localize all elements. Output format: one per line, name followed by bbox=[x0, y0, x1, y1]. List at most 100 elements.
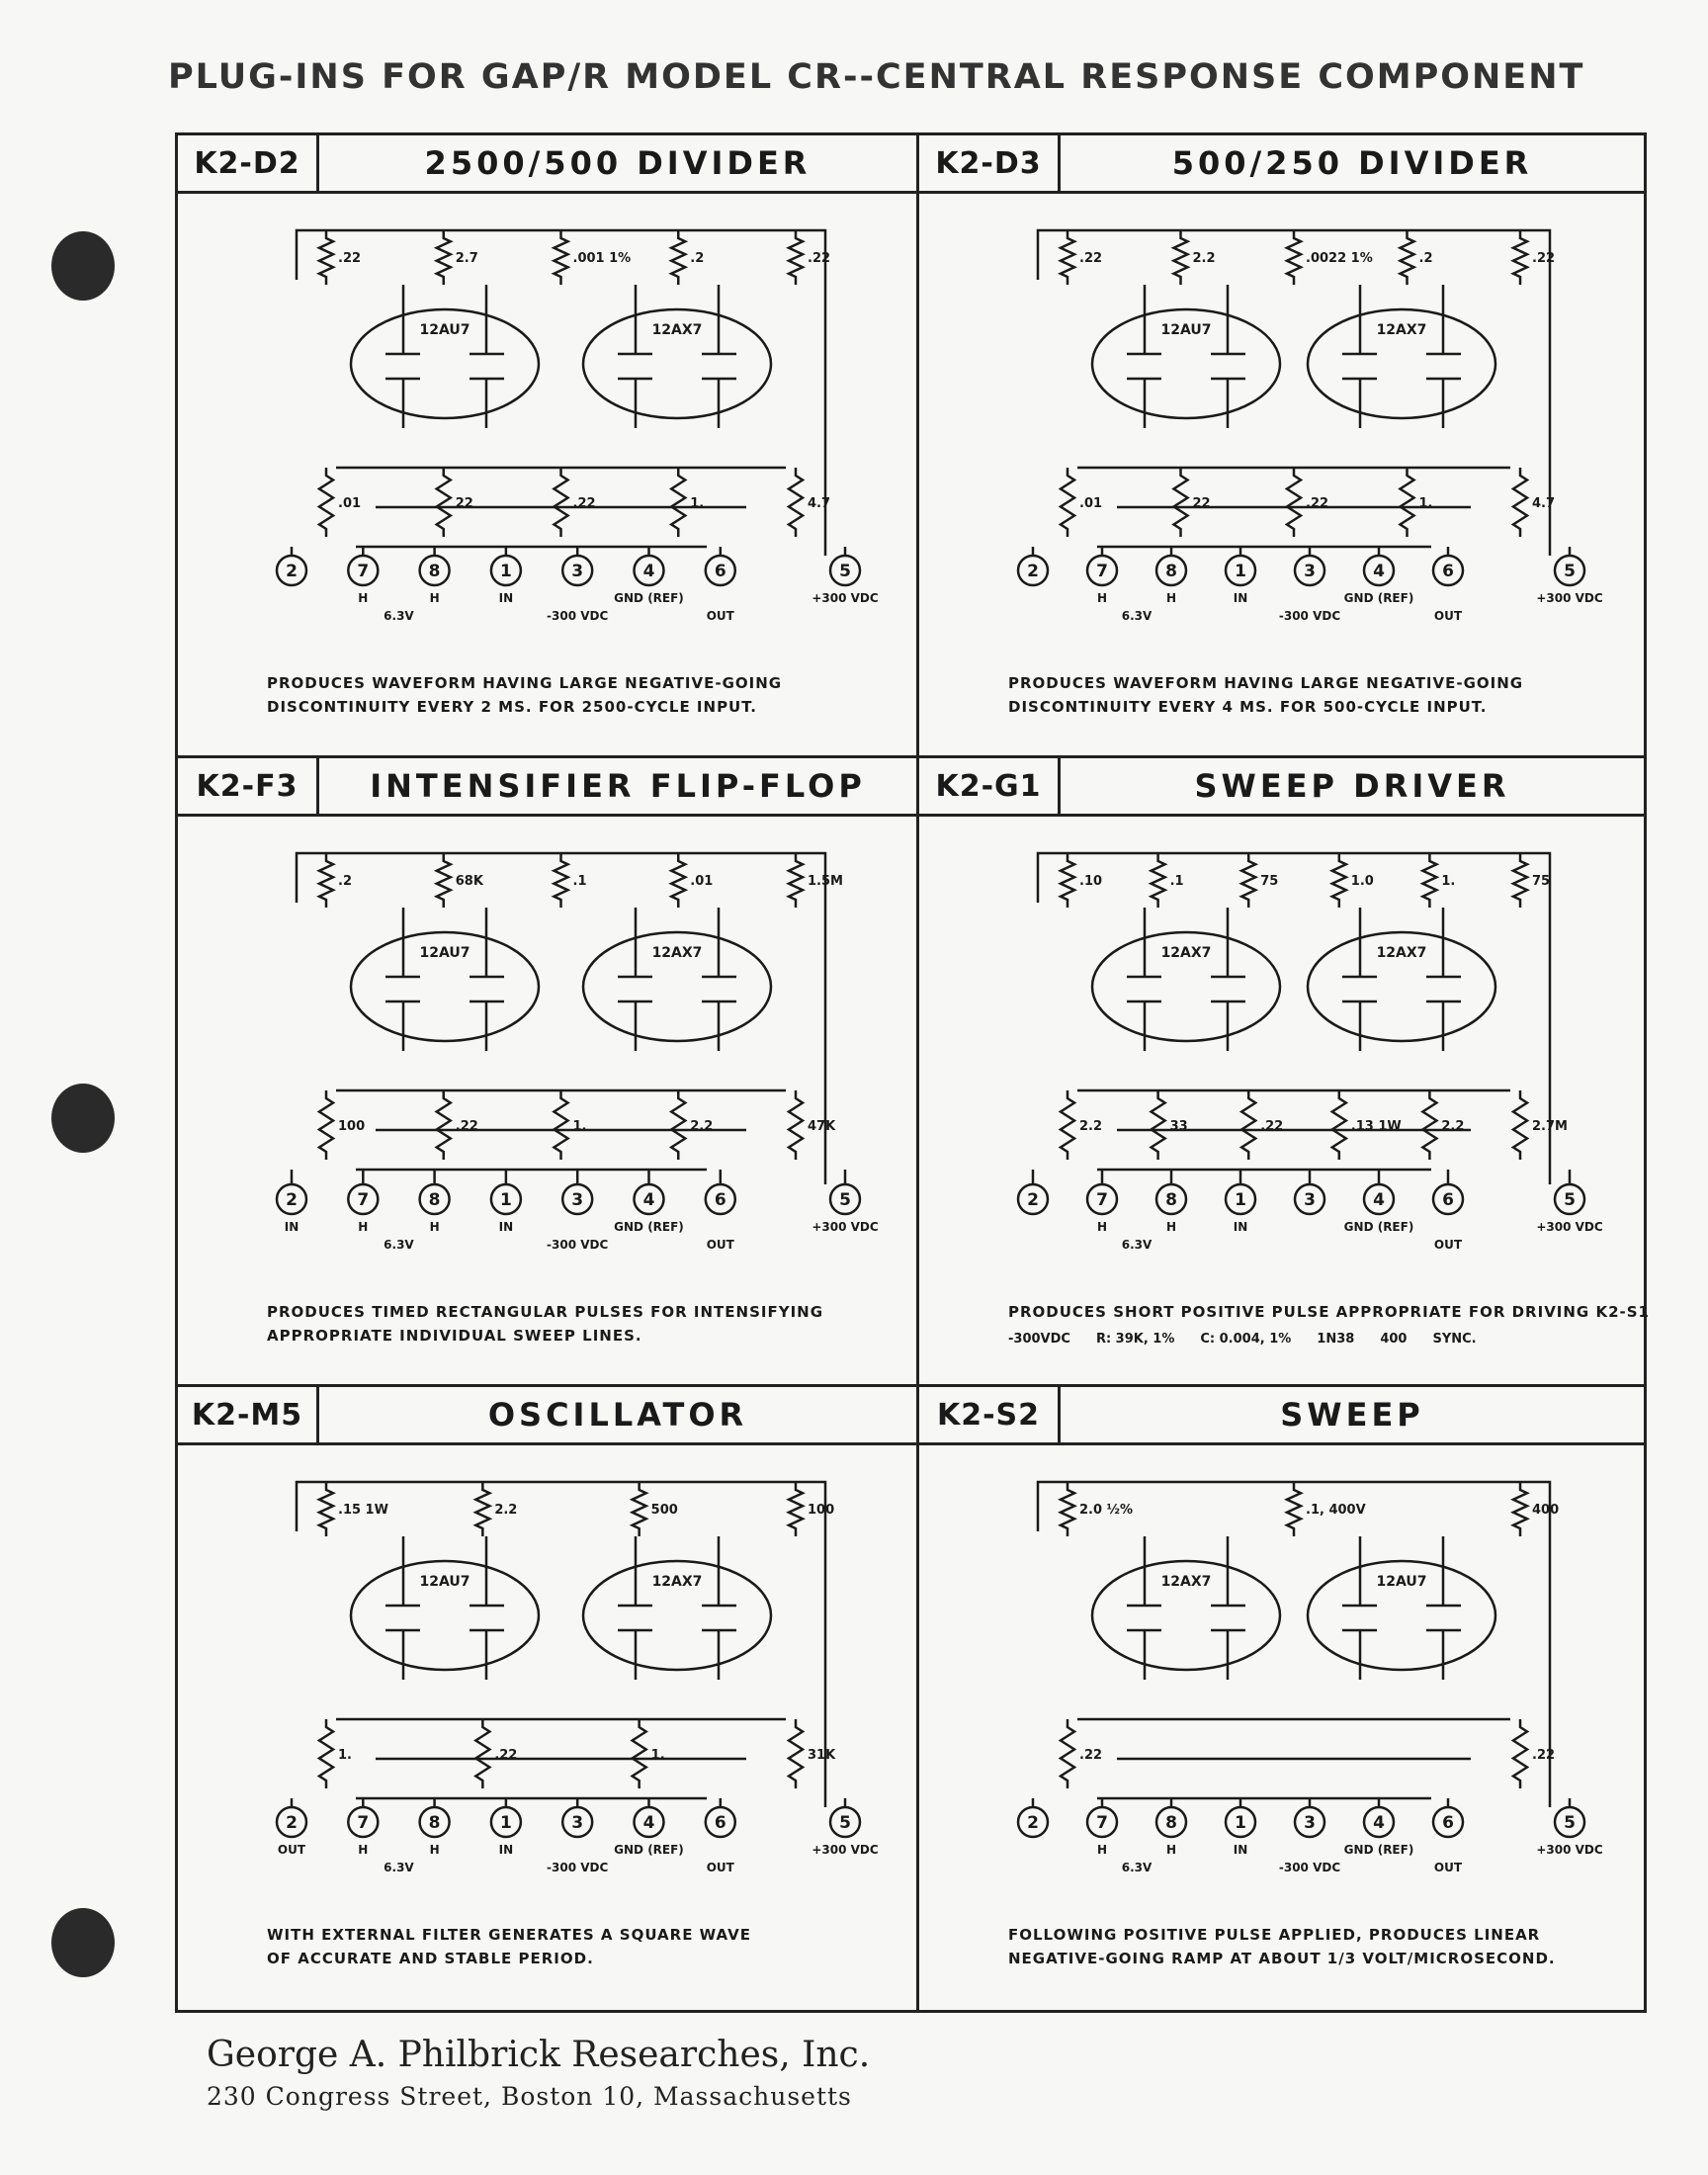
vacuum-tube-icon bbox=[1090, 930, 1282, 1043]
panel-header: K2-F3 INTENSIFIER FLIP-FLOP bbox=[178, 758, 916, 817]
resistor-icon bbox=[1284, 230, 1304, 285]
pin-number: 5 bbox=[1564, 1813, 1576, 1833]
component-value: .1, 400V bbox=[1306, 1503, 1366, 1518]
terminal-pin-icon bbox=[1293, 554, 1326, 587]
terminal-pin-icon bbox=[1016, 1182, 1050, 1216]
component-value: 1. bbox=[1419, 496, 1433, 511]
footer-address: 230 Congress Street, Boston 10, Massachu… bbox=[207, 2082, 852, 2111]
pin-label: H bbox=[1097, 1220, 1107, 1234]
resistor-icon bbox=[1058, 468, 1077, 537]
plug-in-code: K2-D2 bbox=[178, 135, 319, 191]
pin-label: GND (REF) bbox=[614, 1220, 684, 1234]
terminal-pin-icon bbox=[1224, 554, 1257, 587]
pin-label: OUT bbox=[707, 1238, 735, 1252]
resistor-icon bbox=[551, 853, 571, 908]
heater-voltage-label: 6.3V bbox=[384, 1861, 414, 1874]
terminal-pin-icon bbox=[418, 554, 451, 587]
description-line: OF ACCURATE AND STABLE PERIOD. bbox=[267, 1950, 594, 1967]
pin-label: +300 VDC bbox=[1536, 1220, 1603, 1234]
pin-label: OUT bbox=[278, 1843, 306, 1857]
vacuum-tube-icon bbox=[1306, 307, 1497, 420]
component-value: .13 1W bbox=[1351, 1119, 1402, 1134]
pin-number: 5 bbox=[839, 1190, 851, 1210]
wire bbox=[336, 1717, 786, 1800]
wire bbox=[1036, 851, 1552, 1184]
pin-number: 4 bbox=[643, 1813, 655, 1833]
pin-number: 1 bbox=[1235, 1813, 1246, 1833]
resistor-icon bbox=[1284, 1482, 1304, 1536]
plug-in-code: K2-G1 bbox=[919, 758, 1061, 814]
schematic-note: SYNC. bbox=[1432, 1332, 1477, 1347]
tube-type-label: 12AX7 bbox=[652, 1574, 703, 1590]
resistor-icon bbox=[1284, 468, 1304, 537]
component-value: .01 bbox=[690, 874, 713, 889]
terminal-pin-icon bbox=[1431, 1805, 1465, 1839]
pin-label: OUT bbox=[1434, 609, 1463, 623]
tube-type-label: 12AU7 bbox=[420, 1574, 470, 1590]
plug-in-title: INTENSIFIER FLIP-FLOP bbox=[370, 767, 866, 805]
terminal-pin-icon bbox=[1362, 1182, 1396, 1216]
wire bbox=[1342, 285, 1461, 428]
wire bbox=[1077, 1088, 1510, 1172]
terminal-pin-icon bbox=[704, 554, 737, 587]
schematic-note: R: 39K, 1% bbox=[1095, 1332, 1175, 1347]
tube-type-label: 12AX7 bbox=[652, 945, 703, 961]
description-line: FOLLOWING POSITIVE PULSE APPLIED, PRODUC… bbox=[1008, 1926, 1541, 1944]
component-value: 33 bbox=[1170, 1119, 1188, 1134]
tube-type-label: 12AX7 bbox=[652, 322, 703, 338]
pin-number: 4 bbox=[643, 1190, 655, 1210]
component-value: 31K bbox=[808, 1748, 836, 1763]
pin-number: 7 bbox=[1096, 1190, 1108, 1210]
component-value: 1.0 bbox=[1351, 874, 1374, 889]
resistor-icon bbox=[668, 230, 689, 285]
component-value: .22 bbox=[1079, 251, 1102, 266]
component-value: .22 bbox=[1260, 1119, 1283, 1134]
pin-number: 3 bbox=[1304, 1813, 1316, 1833]
pin-number: 5 bbox=[839, 562, 851, 581]
terminal-pin-icon bbox=[347, 1182, 380, 1216]
terminal-pin-icon bbox=[1085, 1805, 1119, 1839]
component-value: 2.2 bbox=[1193, 251, 1216, 266]
component-value: .15 1W bbox=[338, 1503, 388, 1518]
pin-label: H bbox=[1166, 591, 1176, 605]
terminal-pin-icon bbox=[1016, 1805, 1050, 1839]
pin-label: OUT bbox=[1434, 1238, 1463, 1252]
tube-type-label: 12AX7 bbox=[1377, 322, 1427, 338]
pin-label: IN bbox=[1234, 1843, 1248, 1857]
pin-number: 8 bbox=[1165, 1813, 1177, 1833]
plug-in-description: PRODUCES TIMED RECTANGULAR PULSES FOR IN… bbox=[267, 1300, 887, 1348]
wire bbox=[618, 285, 736, 428]
footer-company: George A. Philbrick Researches, Inc. bbox=[207, 2035, 871, 2075]
terminal-pin-icon bbox=[1362, 554, 1396, 587]
pin-number: 4 bbox=[1373, 1190, 1385, 1210]
terminal-pin-icon bbox=[560, 554, 594, 587]
description-line: PRODUCES WAVEFORM HAVING LARGE NEGATIVE-… bbox=[267, 674, 783, 692]
terminal-pin-icon bbox=[418, 1182, 451, 1216]
component-value: 1. bbox=[338, 1748, 352, 1763]
pin-number: 7 bbox=[357, 562, 369, 581]
component-value: 47K bbox=[808, 1119, 836, 1134]
terminal-pin-icon bbox=[489, 1182, 523, 1216]
pin-number: 6 bbox=[715, 562, 726, 581]
pin-number: 3 bbox=[571, 1190, 583, 1210]
plug-in-description: PRODUCES WAVEFORM HAVING LARGE NEGATIVE-… bbox=[267, 671, 887, 719]
resistor-icon bbox=[1398, 468, 1416, 537]
pin-number: 1 bbox=[1235, 562, 1246, 581]
plug-in-code: K2-D3 bbox=[919, 135, 1061, 191]
component-value: 2.2 bbox=[494, 1503, 517, 1518]
vacuum-tube-icon bbox=[1090, 307, 1282, 420]
resistor-icon bbox=[552, 468, 570, 537]
component-value: 100 bbox=[808, 1503, 834, 1518]
pin-number: 7 bbox=[357, 1190, 369, 1210]
resistor-icon bbox=[433, 230, 454, 285]
resistor-icon bbox=[316, 1482, 336, 1536]
terminal-pin-icon bbox=[1431, 554, 1465, 587]
wire bbox=[385, 1536, 504, 1680]
pin-label: -300 VDC bbox=[1279, 609, 1340, 623]
terminal-pin-icon bbox=[633, 1805, 665, 1839]
heater-voltage-label: 6.3V bbox=[1122, 1861, 1153, 1874]
plug-in-title: SWEEP DRIVER bbox=[1194, 767, 1510, 805]
